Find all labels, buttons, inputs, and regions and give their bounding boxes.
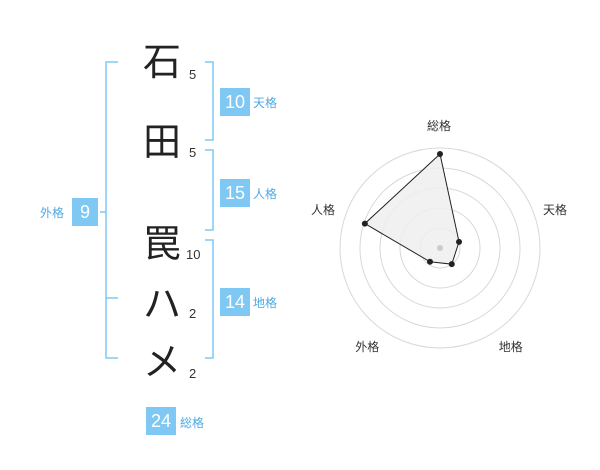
- name-char-5: メ: [142, 340, 181, 384]
- radar-point-2: [456, 238, 463, 245]
- jinkaku-bracket: [205, 149, 214, 231]
- jinkaku-label: 人格: [253, 187, 278, 201]
- radar-series-polygon: [364, 153, 460, 265]
- gaikaku-label: 外格: [40, 206, 65, 220]
- name-char-2: 田: [142, 120, 181, 164]
- gaikaku-badge: 9: [72, 198, 98, 226]
- name-char-4: ハ: [142, 282, 181, 326]
- radar-axis-label-4: 外格: [355, 339, 380, 354]
- radar-point-3: [448, 261, 455, 268]
- soukaku-badge: 24: [146, 407, 177, 435]
- name-char-3: 罠: [142, 222, 181, 266]
- radar-axis-label-3: 地格: [498, 339, 523, 354]
- gaikaku-bracket: [100, 61, 118, 359]
- stroke-count-5: 2: [189, 366, 197, 381]
- tenkaku-bracket: [205, 61, 214, 141]
- tenkaku-label: 天格: [253, 96, 278, 110]
- soukaku-label: 総格: [180, 416, 205, 430]
- radar-axis-label-1: 総格: [427, 119, 452, 133]
- name-char-1: 石: [142, 40, 181, 84]
- radar-point-1: [437, 151, 443, 157]
- radar-axis-label-5: 人格: [310, 203, 335, 218]
- stroke-count-2: 5: [189, 145, 197, 160]
- stroke-count-1: 5: [189, 67, 197, 82]
- stroke-count-4: 2: [189, 306, 197, 321]
- radar-axis-label-2: 天格: [543, 203, 568, 218]
- tenkaku-badge: 10: [220, 88, 251, 116]
- radar-center-dot: [437, 245, 443, 251]
- stroke-count-3: 10: [186, 247, 201, 262]
- radar-point-4: [427, 258, 434, 265]
- chikaku-bracket: [205, 239, 214, 359]
- jinkaku-badge: 15: [220, 179, 251, 207]
- chikaku-label: 地格: [253, 296, 278, 310]
- radar-ring: [339, 147, 541, 349]
- radar-point-5: [361, 220, 368, 227]
- chikaku-badge: 14: [220, 288, 251, 316]
